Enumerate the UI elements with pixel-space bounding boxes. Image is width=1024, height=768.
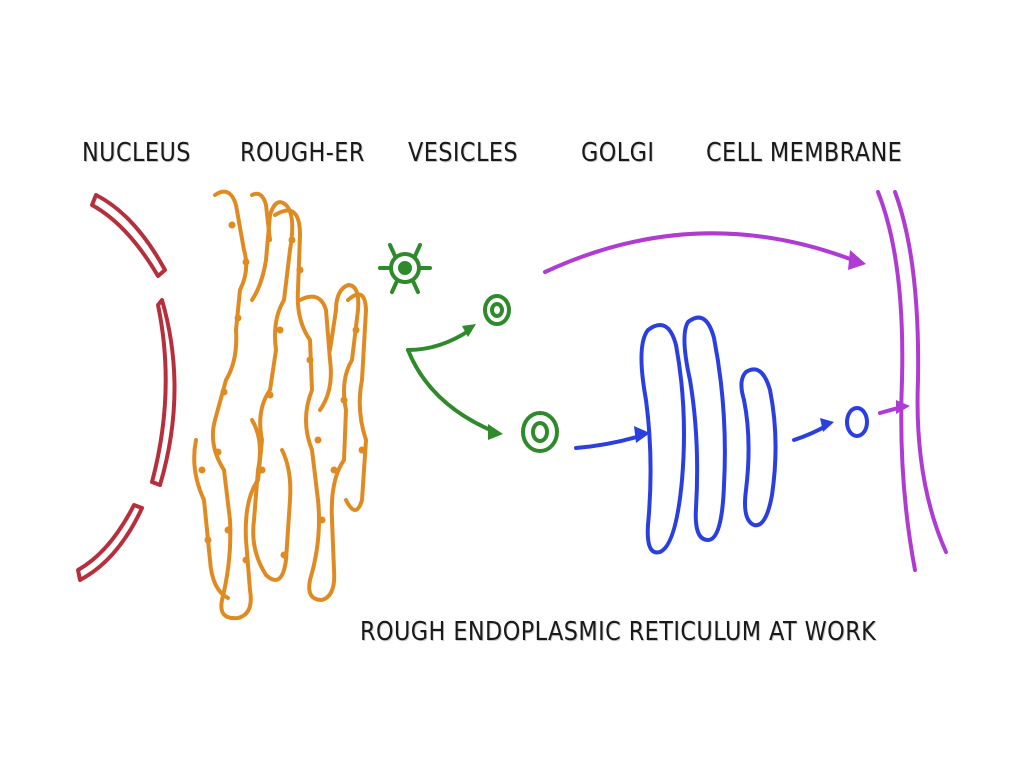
golgi-vesicle (845, 406, 869, 438)
ribosome-dot (314, 436, 322, 444)
vesicle-small (483, 294, 511, 326)
label-golgi: GOLGI (581, 138, 655, 168)
nucleus-segment-top (90, 193, 167, 278)
cell-membrane-line-1 (876, 190, 917, 572)
ribosome-dot (242, 556, 250, 564)
rough-er-fold-3 (298, 294, 333, 412)
rough-er-fold-4 (344, 292, 368, 512)
vesicles (378, 243, 559, 453)
membrane-arrow-bottom (878, 406, 900, 415)
ribosome-dot (242, 258, 250, 266)
cell-membrane-line-2 (893, 190, 948, 554)
ribosome-dot (228, 221, 236, 229)
cell-membrane (543, 190, 948, 572)
golgi-cisterna-1 (639, 323, 686, 555)
ribosome-dot (296, 266, 304, 274)
ribosome-dot (220, 388, 228, 396)
vesicle-arrow-down (406, 348, 497, 434)
label-vesicles: VESICLES (408, 138, 519, 168)
ribosome-dot (288, 236, 296, 244)
ribosome-dots (198, 221, 366, 564)
diagram-caption: ROUGH ENDOPLASMIC RETICULUM AT WORK (360, 617, 877, 647)
nucleus-membrane (76, 193, 177, 582)
membrane-arrowheads (848, 250, 910, 414)
ribosome-dot (306, 356, 314, 364)
rough-er-inner-fold (250, 191, 272, 242)
membrane-arrow-top (543, 231, 860, 274)
ribosome-dot (234, 314, 242, 322)
arrowhead (896, 400, 910, 414)
ribosome-dot (266, 391, 274, 399)
arrowhead (488, 424, 503, 440)
ribosome-dot (318, 516, 326, 524)
rough-er-lower-fold (192, 438, 230, 600)
nucleus-segment-middle (150, 298, 177, 487)
ribosome-dot (214, 448, 222, 456)
vesicle-large (521, 411, 559, 453)
ribosome-dot (280, 551, 288, 559)
ribosome-dot (330, 466, 338, 474)
arrowhead (848, 250, 866, 270)
rough-er (192, 189, 368, 621)
ribosome-dot (340, 396, 348, 404)
golgi-arrow-in (574, 434, 642, 450)
ribosome-dot (204, 536, 212, 544)
ribosome-dot (352, 326, 360, 334)
ribosome-dot (276, 326, 284, 334)
vesicle-arrowheads (462, 324, 503, 440)
nucleus-segment-bottom (76, 503, 144, 582)
golgi-arrowheads (634, 418, 834, 443)
label-cell-membrane: CELL MEMBRANE (706, 138, 903, 168)
ribosome-dot (198, 466, 206, 474)
ribosome-dot (258, 466, 266, 474)
rough-er-fold-2 (273, 208, 361, 602)
ribosome-dot (224, 526, 232, 534)
golgi-arrow-out (792, 424, 828, 442)
rough-er-lower-fold-2 (250, 418, 293, 582)
vesicle-budding (378, 243, 432, 294)
golgi-apparatus (574, 315, 869, 555)
ribosome-dot (358, 446, 366, 454)
golgi-cisterna-2 (682, 315, 727, 542)
rough-er-outer-fold (210, 189, 295, 621)
label-rough-er: ROUGH-ER (240, 138, 365, 168)
arrowhead (820, 418, 834, 432)
vesicle-arrow-up (406, 328, 472, 352)
arrowhead (462, 324, 476, 337)
golgi-cisterna-3 (739, 367, 778, 528)
arrowhead (634, 426, 650, 443)
label-nucleus: NUCLEUS (82, 138, 191, 168)
